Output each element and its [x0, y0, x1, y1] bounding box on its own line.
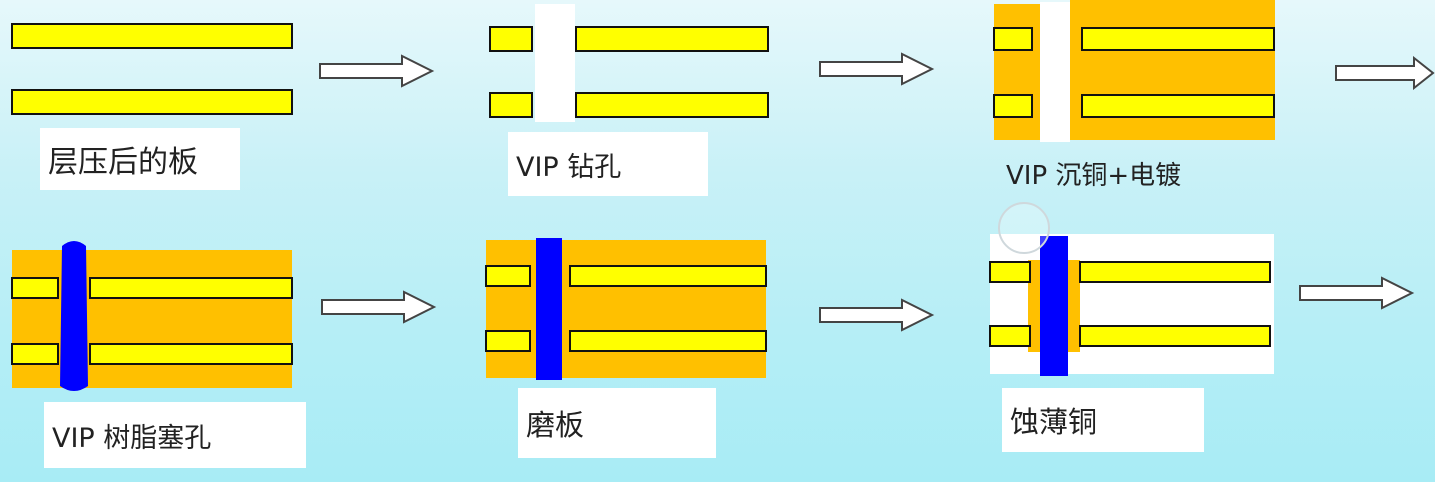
copper-layer-bottom-right — [89, 343, 293, 365]
copper-layer-bottom-right — [1081, 94, 1275, 118]
plating-layer — [486, 240, 766, 378]
resin-plug — [536, 238, 562, 380]
resin-plug — [1040, 236, 1068, 376]
hole-gap — [1040, 2, 1070, 142]
step-6-label: 蚀薄铜 — [1002, 388, 1204, 452]
drilled-hole — [535, 4, 575, 122]
copper-layer-top-left — [989, 261, 1031, 283]
plating-layer — [12, 250, 292, 388]
step-2-vip-drilling — [488, 0, 773, 125]
step-4-vip-resin-plug — [10, 236, 300, 396]
step-4-label: VIP 树脂塞孔 — [44, 402, 306, 468]
copper-layer-top-right — [1081, 27, 1275, 51]
plating-left — [994, 4, 1040, 140]
copper-layer-bottom-right — [1079, 325, 1271, 347]
right-arrow-icon — [1299, 276, 1415, 310]
right-arrow-icon — [819, 52, 935, 86]
copper-layer-top-right — [569, 265, 767, 287]
right-arrow-icon — [319, 54, 435, 88]
step-1-diagram — [11, 23, 293, 115]
copper-layer-bottom-left — [989, 325, 1031, 347]
cursor-circle-icon — [998, 202, 1050, 254]
step-2-diagram — [489, 4, 769, 122]
step-4-diagram — [11, 241, 293, 391]
copper-layer-top-right — [1079, 261, 1271, 283]
step-1-laminated-board — [10, 22, 295, 117]
step-2-label: VIP 钻孔 — [508, 132, 708, 196]
step-5-diagram — [485, 238, 767, 380]
copper-layer-top-left — [485, 265, 531, 287]
right-arrow-icon — [1335, 56, 1435, 90]
plating-right — [1070, 0, 1275, 140]
step-3-vip-plating — [992, 0, 1282, 145]
copper-layer-bottom-left — [485, 330, 531, 352]
copper-layer-top-left — [11, 277, 59, 299]
right-arrow-icon — [819, 298, 935, 332]
step-3-label: VIP 沉铜+电镀 — [1006, 160, 1182, 191]
copper-layer-top-right — [575, 26, 769, 52]
resin-plug — [60, 241, 88, 391]
copper-layer-bottom-left — [993, 94, 1033, 118]
step-3-diagram — [993, 0, 1275, 142]
step-6-diagram — [989, 234, 1274, 376]
copper-layer-top-left — [993, 27, 1033, 51]
copper-layer-top-right — [89, 277, 293, 299]
copper-layer-bottom-left — [489, 92, 533, 118]
copper-layer-bottom-left — [11, 343, 59, 365]
step-5-grinding — [484, 238, 769, 383]
right-arrow-icon — [321, 290, 437, 324]
copper-layer-bottom-right — [569, 330, 767, 352]
copper-layer-bottom — [11, 89, 293, 115]
copper-layer-top-left — [489, 26, 533, 52]
copper-layer-top — [11, 23, 293, 49]
copper-layer-bottom-right — [575, 92, 769, 118]
step-5-label: 磨板 — [518, 388, 716, 458]
step-1-label: 层压后的板 — [40, 128, 240, 190]
step-6-thin-copper-etch — [988, 202, 1278, 382]
